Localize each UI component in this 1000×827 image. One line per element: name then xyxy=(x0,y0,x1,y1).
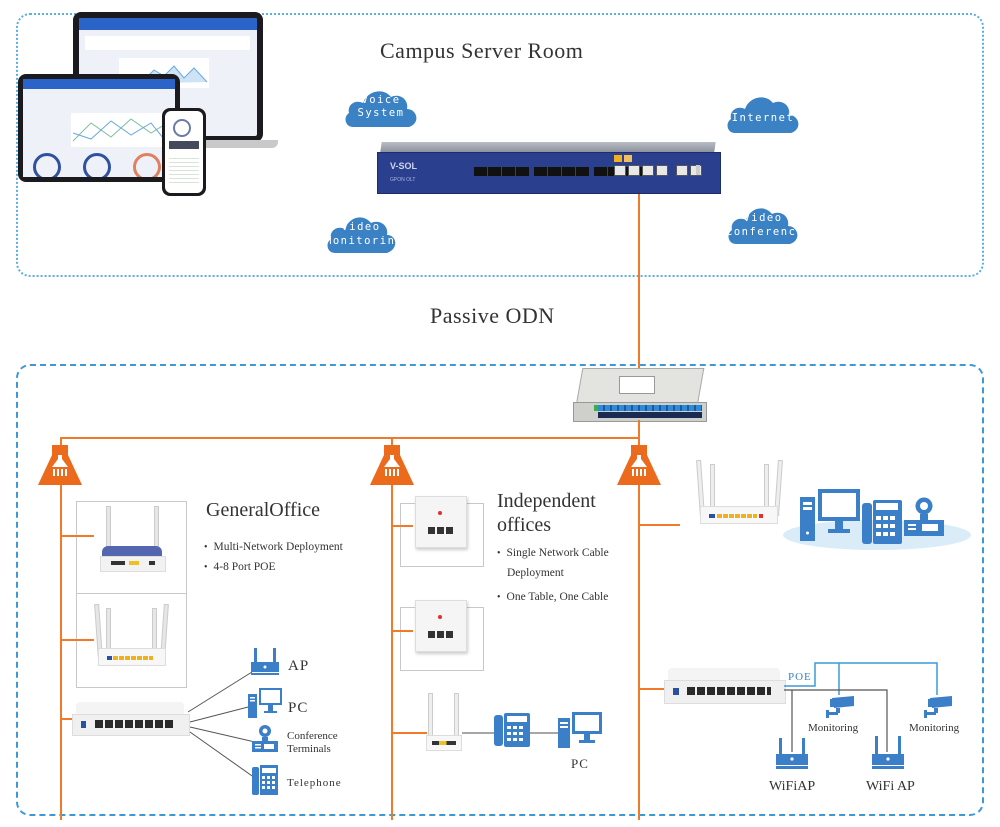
voice-system-cloud: Voice System xyxy=(343,83,419,127)
voice-system-label-2: System xyxy=(357,107,405,119)
link-to-telephone xyxy=(189,731,256,779)
independent-pc-label: PC xyxy=(571,756,589,771)
olt-model: GPON OLT xyxy=(390,177,416,183)
poe-switch xyxy=(72,702,190,736)
cloud-icon xyxy=(728,208,798,244)
video-conference-label-1: Video xyxy=(743,212,783,224)
splitter-icon xyxy=(38,445,82,485)
phone-icon xyxy=(162,108,206,196)
telephone-icon xyxy=(252,765,278,795)
fiber-drop xyxy=(391,732,427,734)
olt-brand: V-SOL xyxy=(390,161,418,171)
fiber-branch-middle xyxy=(391,437,393,820)
splitter-icon xyxy=(617,445,661,485)
general-office-bullet-2: 4-8 Port POE xyxy=(204,561,276,573)
desk-phone-icon xyxy=(862,500,902,544)
campus-server-room-title: Campus Server Room xyxy=(380,38,584,63)
fiber-branch-right xyxy=(638,420,640,820)
splitter-icon xyxy=(370,445,414,485)
conference-terminal-icon xyxy=(904,497,944,536)
plc-splitter-device xyxy=(571,368,707,424)
wifi-ap-icon xyxy=(776,738,808,769)
cloud-icon xyxy=(327,217,396,253)
sfp-ports-group-2 xyxy=(534,167,589,176)
poe-label: POE xyxy=(788,671,812,683)
fiber-drop xyxy=(60,535,94,537)
independent-offices-heading-line-1: Independent xyxy=(497,490,596,512)
monitoring-label-2: Monitoring xyxy=(909,722,960,734)
fiber-drop xyxy=(638,524,680,526)
campus-server-room-zone xyxy=(16,13,984,277)
independent-offices-heading-line-2: offices xyxy=(497,514,552,536)
link-to-pc xyxy=(189,705,253,723)
fiber-branch-left xyxy=(60,437,62,820)
telephone-label: Telephone xyxy=(287,777,342,789)
independent-offices-bullet-2: One Table, One Cable xyxy=(497,591,609,603)
passive-odn-title: Passive ODN xyxy=(430,303,555,328)
poe-link-camera-2 xyxy=(784,662,938,695)
ap-label: AP xyxy=(288,658,310,674)
fiber-drop xyxy=(60,718,80,720)
video-conference-label-2: Conference xyxy=(726,226,805,238)
wifi-ap-icon xyxy=(251,648,279,675)
fiber-drop xyxy=(391,630,413,632)
fiber-trunk-line xyxy=(638,194,640,370)
video-monitoring-label-1: Video xyxy=(341,221,381,233)
wifi-ap-icon xyxy=(872,736,904,769)
quad-antenna-onu-router xyxy=(692,459,784,526)
voice-system-label-1: Voice xyxy=(361,94,401,106)
sfp-ports-group-1 xyxy=(474,167,529,176)
internet-cloud: Internet xyxy=(725,87,801,133)
pc-label: PC xyxy=(288,700,309,716)
single-port-onu-router xyxy=(424,693,464,755)
pc-icon xyxy=(248,688,282,718)
fiber-drop xyxy=(391,525,413,527)
cloud-icon xyxy=(727,97,799,133)
independent-offices-bullet-1: Single Network Cable xyxy=(497,547,609,559)
link-to-conference xyxy=(189,726,256,743)
dual-antenna-onu-router xyxy=(96,506,168,576)
odn-zone xyxy=(16,364,984,816)
wifi-ap-label-1: WiFiAP xyxy=(769,779,816,794)
conference-terminal-icon xyxy=(252,725,278,752)
desk-phone-icon xyxy=(494,713,530,747)
internet-label: Internet xyxy=(731,112,795,124)
monitoring-label-1: Monitoring xyxy=(808,722,859,734)
surveillance-camera-icon xyxy=(826,696,854,718)
independent-offices-bullet-1-cont: Deployment xyxy=(507,567,564,579)
management-devices-illustration xyxy=(18,12,278,197)
surveillance-camera-icon xyxy=(924,696,952,718)
link-to-ap xyxy=(187,671,253,713)
in-wall-panel-onu xyxy=(415,600,467,652)
video-monitoring-cloud: Video Monitoring xyxy=(325,208,404,253)
fiber-drop xyxy=(638,688,668,690)
pc-icon xyxy=(800,489,860,541)
video-conference-cloud: Video Conference xyxy=(726,199,805,244)
quad-antenna-onu-router xyxy=(90,603,172,668)
tablet-icon xyxy=(18,74,180,182)
video-monitoring-label-2: Monitoring xyxy=(325,235,404,247)
fiber-drop xyxy=(60,639,94,641)
poe-switch xyxy=(664,668,786,704)
wifi-ap-label-2: WiFi AP xyxy=(866,779,915,794)
in-wall-panel-onu xyxy=(415,496,467,548)
link-wifi-ap-2 xyxy=(784,689,888,752)
general-office-heading: GeneralOffice xyxy=(206,499,321,521)
fiber-distribution-line xyxy=(60,437,640,439)
conference-terminals-label: Conference Terminals xyxy=(287,730,338,755)
independent-offices-heading: Independent offices xyxy=(497,489,596,537)
general-office-bullet-1: Multi-Network Deployment xyxy=(204,541,343,553)
cloud-icon xyxy=(345,91,417,127)
pc-icon xyxy=(558,712,602,748)
olt-device: V-SOL GPON OLT xyxy=(377,142,721,194)
